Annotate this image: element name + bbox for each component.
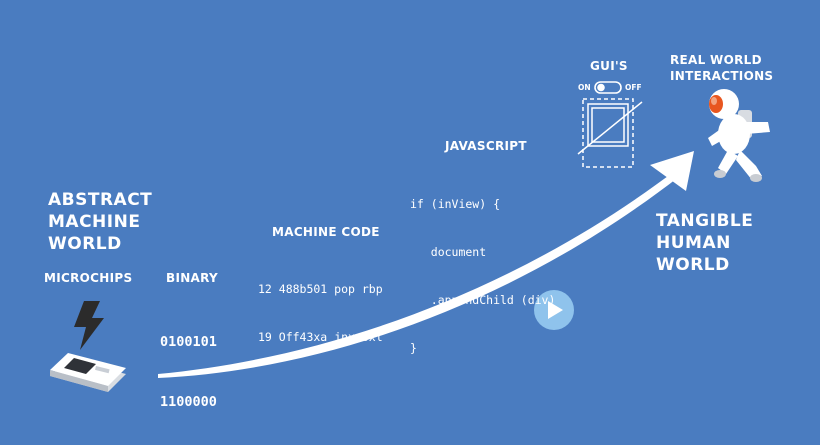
code-line: 12 488b501 pop rbp (258, 282, 383, 296)
code-line: } (410, 341, 417, 355)
microchip-icon (50, 353, 126, 392)
code-line: .appendChild (div) (410, 293, 556, 307)
code-line: 19 Off43xa jnx oxl (258, 330, 383, 344)
title-line: TANGIBLE (656, 211, 754, 231)
toggle-switch[interactable] (594, 81, 622, 94)
toggle-knob (597, 83, 605, 92)
progress-arrow-head (650, 151, 694, 191)
astronaut-icon (708, 89, 770, 182)
play-button[interactable] (534, 290, 574, 330)
microchips-label: MICROCHIPS (44, 271, 133, 285)
toggle-off-label: OFF (625, 83, 642, 92)
abstract-machine-world-title: ABSTRACT MACHINE WORLD (48, 189, 152, 255)
label-line: REAL WORLD (670, 53, 762, 67)
binary-label: BINARY (166, 271, 219, 285)
title-line: MACHINE (48, 212, 141, 232)
machine-code-block: 12 488b501 pop rbp 19 Off43xa jnx oxl (258, 249, 383, 361)
code-line: document (410, 245, 487, 259)
title-line: WORLD (48, 234, 122, 254)
title-line: WORLD (656, 255, 730, 275)
toggle-on-label: ON (578, 83, 591, 92)
gui-window-icon (577, 98, 643, 168)
binary-line: 1100000 (160, 394, 217, 410)
lightning-bolt-icon (74, 301, 104, 350)
code-line: if (inView) { (410, 197, 501, 211)
javascript-label: JAVASCRIPT (445, 139, 527, 153)
binary-values: 0100101 1100000 (160, 292, 217, 432)
label-line: INTERACTIONS (670, 69, 774, 83)
title-line: ABSTRACT (48, 190, 153, 210)
guis-label: GUI'S (590, 59, 628, 73)
binary-line: 0100101 (160, 334, 217, 350)
machine-code-label: MACHINE CODE (272, 225, 380, 239)
real-world-interactions-label: REAL WORLD INTERACTIONS (670, 52, 773, 84)
tangible-human-world-title: TANGIBLE HUMAN WORLD (656, 210, 753, 276)
title-line: HUMAN (656, 233, 731, 253)
javascript-code-block: if (inView) { document .appendChild (div… (410, 164, 555, 372)
